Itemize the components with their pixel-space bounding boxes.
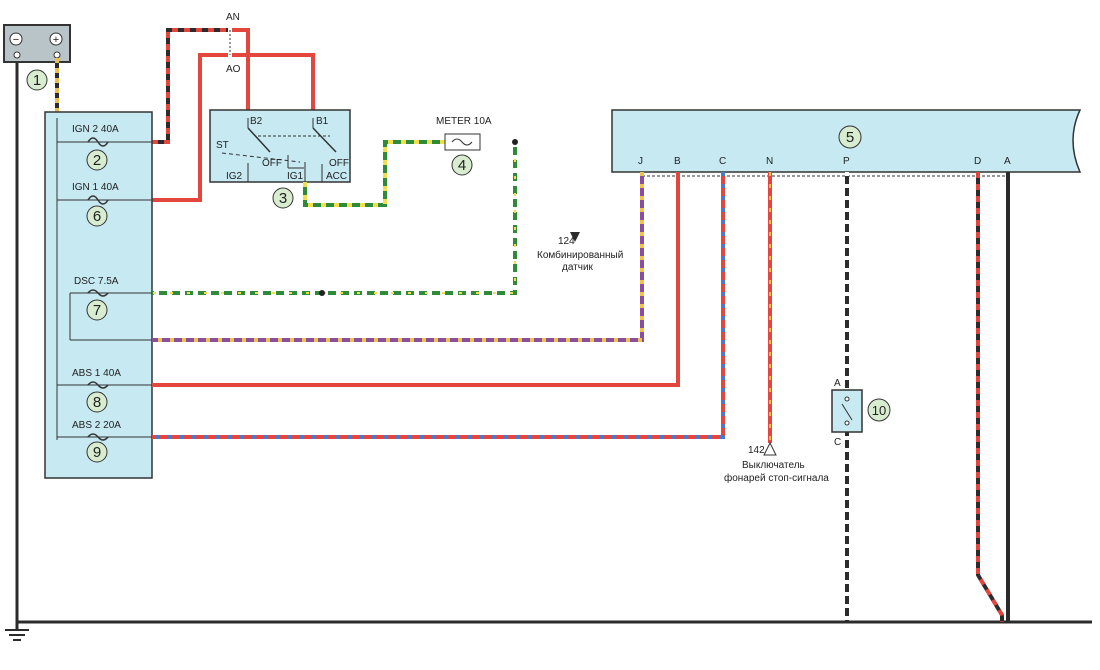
svg-text:7: 7: [93, 302, 101, 319]
svg-text:+: +: [53, 34, 59, 46]
fuse-ign1-label: IGN 1 40A: [72, 182, 119, 193]
svg-text:METER 10A: METER 10A: [436, 116, 492, 127]
wire-ig1-meter: [303, 140, 580, 242]
svg-text:OFF: OFF: [262, 158, 282, 169]
svg-text:C: C: [719, 156, 726, 167]
callout-9: 9: [86, 441, 108, 463]
stop-switch-ref: 142: [748, 445, 765, 456]
svg-text:−: −: [13, 34, 19, 46]
svg-text:2: 2: [93, 152, 101, 169]
svg-text:6: 6: [93, 208, 101, 225]
fuse-abs2-label: ABS 2 20A: [72, 420, 121, 431]
fuse-ign2-label: IGN 2 40A: [72, 124, 119, 135]
ignition-switch: B2 B1 ST OFF OFF IG2 IG1 ACC: [209, 109, 351, 183]
sensor-label-2: датчик: [562, 262, 594, 273]
ground-wires: [5, 55, 1092, 641]
callout-4: 4: [451, 154, 473, 176]
svg-text:B: B: [674, 156, 681, 167]
connector-an-label: AN: [226, 12, 240, 23]
callout-5: 5: [838, 125, 862, 149]
callout-1: 1: [26, 69, 48, 91]
svg-text:IG2: IG2: [226, 171, 243, 182]
wire-ign2-an: [152, 28, 250, 144]
svg-text:ACC: ACC: [326, 171, 347, 182]
stop-switch-label-2: фонарей стоп-сигнала: [724, 472, 829, 484]
wire-ign1-ao: [152, 53, 315, 202]
svg-text:D: D: [974, 156, 981, 167]
svg-text:ST: ST: [216, 140, 229, 151]
fuse-abs1-label: ABS 1 40A: [72, 368, 121, 379]
svg-text:P: P: [843, 156, 850, 167]
svg-text:B2: B2: [250, 116, 263, 127]
svg-text:9: 9: [93, 444, 101, 461]
svg-text:B1: B1: [316, 116, 329, 127]
callout-7: 7: [86, 299, 108, 321]
svg-text:C: C: [834, 437, 841, 448]
sensor-ref: 124: [558, 236, 575, 247]
wire-c: [152, 172, 725, 439]
svg-text:1: 1: [33, 72, 41, 89]
stop-switch-label-1: Выключатель: [742, 460, 805, 471]
svg-text:N: N: [766, 156, 773, 167]
wire-j: [152, 172, 644, 342]
wire-dsc-feed: [152, 139, 518, 296]
svg-text:3: 3: [279, 190, 287, 207]
svg-text:5: 5: [846, 129, 854, 146]
svg-text:IG1: IG1: [287, 171, 304, 182]
wire-d: [976, 172, 1004, 622]
wire-n: [763, 172, 777, 456]
fuse-box: IGN 2 40A IGN 1 40A DSC 7.5A ABS 1 40A A…: [44, 111, 153, 479]
svg-text:4: 4: [458, 157, 466, 174]
svg-text:J: J: [638, 156, 643, 167]
fuse-dsc-label: DSC 7.5A: [74, 276, 119, 287]
meter-fuse: METER 10A: [436, 116, 492, 151]
connector-ao-label: AO: [226, 64, 241, 75]
callout-2: 2: [86, 149, 108, 171]
svg-text:A: A: [834, 378, 841, 389]
callout-8: 8: [86, 391, 108, 413]
svg-text:10: 10: [872, 403, 886, 418]
svg-text:OFF: OFF: [329, 158, 349, 169]
wire-b: [152, 172, 680, 387]
sensor-label-1: Комбинированный: [537, 249, 623, 261]
callout-10: 10: [867, 398, 891, 422]
brake-switch: A C: [831, 378, 863, 448]
callout-3: 3: [272, 187, 294, 209]
ground-symbol-icon: [5, 629, 29, 641]
svg-text:A: A: [1004, 156, 1011, 167]
callout-6: 6: [86, 205, 108, 227]
battery: − +: [3, 24, 71, 63]
svg-text:8: 8: [93, 394, 101, 411]
